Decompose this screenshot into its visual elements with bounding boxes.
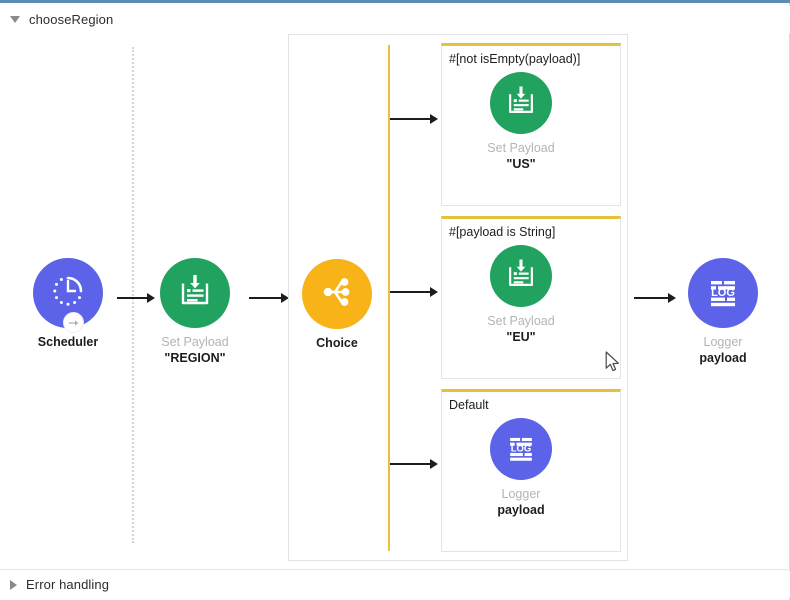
clock-icon [46,269,90,318]
node-set-payload-eu[interactable]: Set Payload "EU" [466,245,576,345]
arrow-right-badge-icon [63,312,84,333]
set-payload-us-label: Set Payload [487,141,555,155]
flow-name-label: chooseRegion [29,12,114,27]
arrow-right-icon [249,292,289,303]
set-payload-eu-value: "EU" [506,330,536,344]
svg-text:LOG: LOG [511,443,532,454]
set-payload-bubble [490,245,552,307]
canvas-bottom-divider [0,569,790,570]
source-process-divider [132,47,134,543]
choice-label: Choice [316,336,358,350]
choice-bubble [302,259,372,329]
logger-out-label: Logger [703,335,743,349]
case-label: Default [449,398,489,412]
set-payload-region-value: "REGION" [164,351,226,365]
triangle-right-icon[interactable] [10,579,17,590]
set-payload-bubble [160,258,230,328]
set-payload-us-value: "US" [506,157,536,171]
flow-header[interactable]: chooseRegion [0,6,790,33]
arrow-right-icon [390,113,438,124]
triangle-down-icon[interactable] [10,16,20,23]
case-box-default[interactable]: Default LOG [441,389,621,552]
case-label: #[not isEmpty(payload)] [449,52,581,66]
arrow-right-icon [390,458,438,469]
node-logger-out[interactable]: LOG Logger payload [668,258,778,366]
set-payload-eu-label: Set Payload [487,314,555,328]
case-box-not-empty[interactable]: #[not isEmpty(payload)] Set Payload "U [441,43,621,206]
case-label: #[payload is String] [449,225,556,239]
arrow-right-icon [634,292,676,303]
arrow-right-icon [117,292,155,303]
node-set-payload-us[interactable]: Set Payload "US" [466,72,576,172]
set-payload-icon [174,270,216,317]
set-payload-region-label: Set Payload [161,335,229,349]
log-icon: LOG [702,270,744,317]
set-payload-bubble [490,72,552,134]
arrow-right-icon [390,286,438,297]
scheduler-bubble [33,258,103,333]
flow-canvas[interactable]: chooseRegion Error handling [0,3,790,600]
choice-branch-icon [316,271,358,318]
logger-default-value: payload [497,503,545,517]
case-box-payload-string[interactable]: #[payload is String] Set Payload "EU" [441,216,621,379]
node-logger-default[interactable]: LOG Logger payload [466,418,576,518]
svg-text:LOG: LOG [711,287,735,299]
logger-bubble: LOG [490,418,552,480]
logger-bubble: LOG [688,258,758,328]
error-handling-label: Error handling [26,577,110,592]
error-handling-section[interactable]: Error handling [0,571,790,598]
set-payload-icon [502,82,540,125]
node-choice[interactable]: Choice [282,259,392,351]
logger-out-value: payload [699,351,747,365]
window-accent-rule [0,0,790,3]
node-set-payload-region[interactable]: Set Payload "REGION" [140,258,250,366]
scheduler-label: Scheduler [37,335,99,349]
set-payload-icon [502,255,540,298]
log-icon: LOG [502,428,540,471]
logger-default-label: Logger [501,487,541,501]
choice-bus-line [388,45,390,551]
node-scheduler[interactable]: Scheduler [13,258,123,350]
